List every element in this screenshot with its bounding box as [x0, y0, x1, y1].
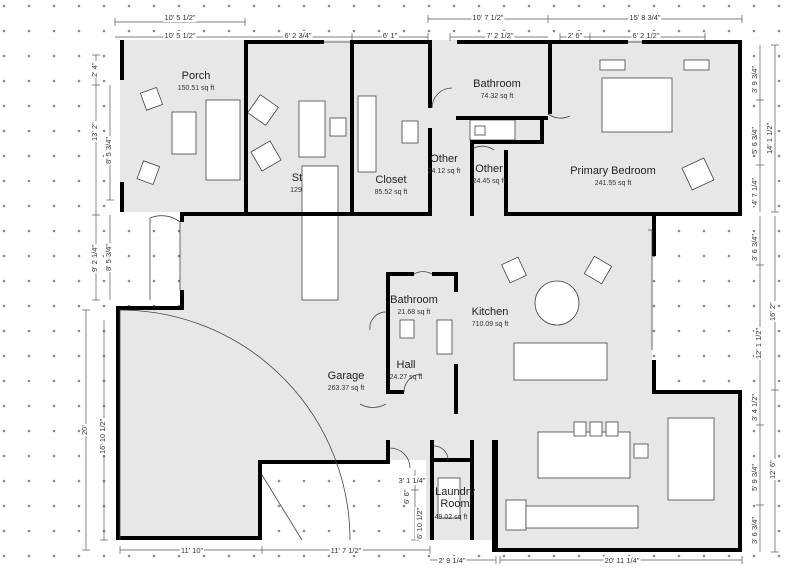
furniture [136, 59, 715, 531]
walls [116, 40, 742, 552]
dimension-label: 3' 6 3/4" [750, 515, 759, 545]
dimension-label: 11' 7 1/2" [329, 546, 363, 555]
dimension-label: 20' [80, 424, 89, 436]
dimension-label: 8' 5 3/4" [104, 242, 113, 272]
dimension-label: 2' 9 1/4" [437, 556, 467, 565]
dimension-label: 6' 10 1/2" [415, 506, 424, 540]
dimension-label: 5' 6 3/4" [750, 125, 759, 155]
room-name-other-1: Other [430, 153, 458, 165]
dimension-label: 6' 1" [381, 31, 399, 40]
dimension-label: 11' 10" [179, 546, 205, 555]
room-area-primary-bedroom: 241.55 sq ft [594, 180, 632, 187]
dimension-label: 9' 2 1/4" [90, 243, 99, 273]
dimension-label: 12' 6" [768, 459, 777, 480]
room-name-bathroom-2: Bathroom [390, 294, 438, 306]
room-area-bathroom-2: 21.68 sq ft [397, 309, 431, 316]
dimension-label: 12' 1 1/2" [754, 326, 763, 360]
dimension-label: 5' 9 3/4" [750, 462, 759, 492]
room-area-other-1: 24.12 sq ft [427, 168, 461, 175]
dimension-label: 16' 2" [768, 301, 777, 322]
dimension-label: 4' 7 1/4" [750, 176, 759, 206]
dimension-label: 10' 5 1/2" [163, 31, 197, 40]
dimension-label: 3' 9 3/4" [750, 64, 759, 94]
dimension-label: 10' 7 1/2" [471, 13, 505, 22]
room-name-primary-bedroom: Primary Bedroom [570, 165, 656, 177]
room-name-hall: Hall [396, 359, 416, 371]
room-name-kitchen: Kitchen [471, 306, 509, 318]
doors-and-windows [119, 41, 653, 541]
room-area-garage: 263.37 sq ft [327, 385, 365, 392]
dimension-label: 3' 4 1/2" [750, 392, 759, 422]
dimension-label: 16' 10 1/2" [98, 417, 107, 455]
dimension-label: 2' 6" [566, 31, 584, 40]
dimension-label: 2' 4" [90, 61, 99, 78]
dimension-label: 15' 8 3/4" [628, 13, 662, 22]
room-name-other-2: Other [475, 163, 503, 175]
room-area-study: 129 [290, 187, 302, 194]
room-name-laundry-room: Laundry Room [435, 486, 475, 511]
dimension-label: 8' 5 3/4" [104, 135, 113, 165]
room-name-porch: Porch [181, 70, 211, 82]
dimension-label: 6' 6" [402, 488, 411, 505]
dimension-label: 20' 11 1/4" [603, 556, 641, 565]
room-area-closet: 85.52 sq ft [374, 189, 408, 196]
dimension-label: 3' 6 3/4" [750, 232, 759, 262]
dimension-label: 7' 2 1/2" [485, 31, 515, 40]
room-area-laundry-room: 49.02 sq ft [434, 514, 468, 521]
dimension-label: 10' 5 1/2" [163, 13, 197, 22]
room-name-garage: Garage [327, 370, 365, 382]
room-area-kitchen: 710.09 sq ft [471, 321, 509, 328]
room-name-study: St [291, 172, 303, 184]
dimension-label: 13' 2" [90, 121, 99, 142]
room-name-bathroom-1: Bathroom [473, 78, 521, 90]
room-area-bathroom-1: 74.32 sq ft [480, 93, 514, 100]
dimension-label: 6' 2 1/2" [631, 31, 661, 40]
dimension-label: 6' 2 3/4" [283, 31, 313, 40]
room-area-hall: 24.27 sq ft [389, 374, 423, 381]
dimension-label: 14' 1 1/2" [765, 121, 774, 155]
room-name-closet: Closet [375, 174, 407, 186]
room-area-porch: 150.51 sq ft [177, 85, 215, 92]
room-area-other-2: 24.45 sq ft [472, 178, 506, 185]
dimension-label: 3' 1 1/4" [397, 476, 427, 485]
